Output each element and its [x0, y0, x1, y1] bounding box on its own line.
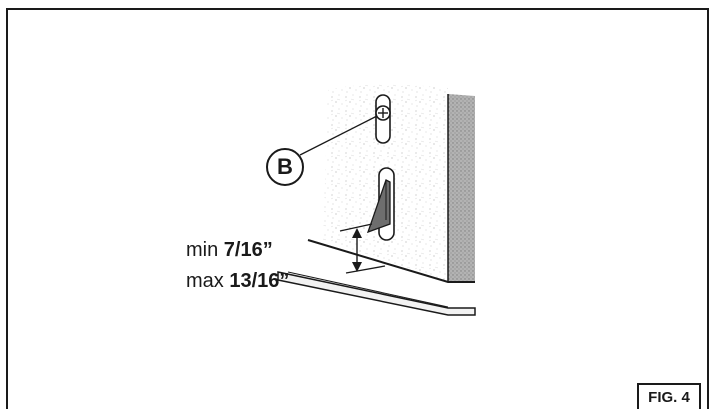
- floor-slab: [277, 271, 476, 316]
- cabinet-bottom-edge: [307, 239, 475, 283]
- min-reference-line: [339, 223, 373, 232]
- cabinet-side: [448, 94, 475, 282]
- min-dimension-label: min 7/16”: [186, 240, 273, 260]
- figure-label: FIG. 4: [637, 383, 701, 409]
- screw-head-icon: [375, 105, 391, 121]
- leveling-foot: [366, 179, 391, 234]
- min-value: 7/16”: [223, 239, 273, 261]
- max-dimension-label: max 13/16”: [186, 271, 289, 291]
- min-prefix: min: [186, 239, 219, 261]
- callout-leader: [299, 115, 378, 156]
- max-reference-line: [345, 265, 386, 274]
- double-arrow-icon: [352, 228, 362, 272]
- diagram-frame: B min 7/16” max 13/16” FIG. 4: [6, 8, 709, 409]
- appliance-foot-illustration: [277, 84, 476, 316]
- max-prefix: max: [186, 270, 224, 292]
- callout-b-label: B: [266, 148, 304, 186]
- max-value: 13/16”: [229, 270, 290, 292]
